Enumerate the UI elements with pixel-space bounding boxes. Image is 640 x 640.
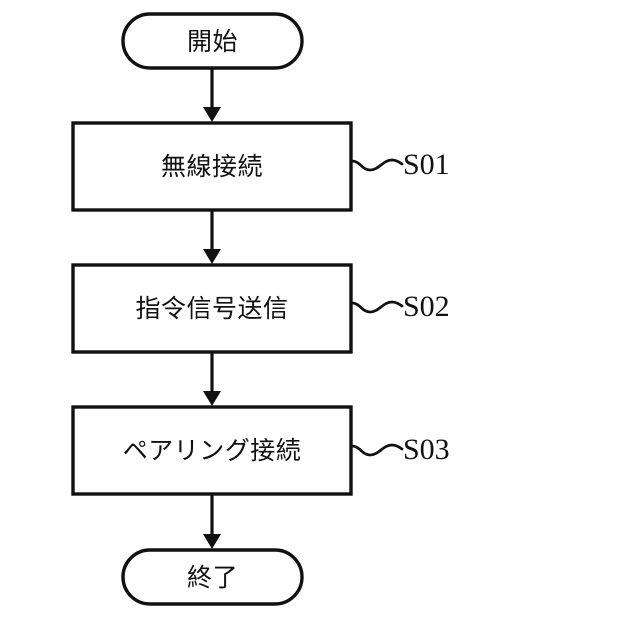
leader-line-s01 [350, 158, 404, 172]
leader-line-s03 [350, 443, 404, 457]
node-end-shape [121, 548, 304, 606]
step-label-s02: S02 [403, 290, 450, 323]
step-label-s01: S01 [403, 148, 450, 181]
step-label-s03: S03 [403, 433, 450, 466]
edge-s01-to-s02 [203, 211, 221, 264]
leader-line-s02 [350, 300, 404, 314]
node-s02-shape [71, 263, 353, 354]
edge-s03-to-end [203, 494, 221, 549]
node-s02-label: 指令信号送信 [135, 294, 289, 323]
node-s01-label: 無線接続 [160, 152, 263, 181]
node-s03-shape [71, 405, 353, 496]
node-start-label: 開始 [186, 26, 238, 56]
node-end-label: 終了 [186, 562, 238, 592]
node-s01-shape [71, 121, 353, 212]
edge-start-to-s01 [203, 68, 221, 122]
edge-s02-to-s03 [203, 353, 221, 406]
node-s03-label: ペアリング接続 [122, 436, 302, 465]
